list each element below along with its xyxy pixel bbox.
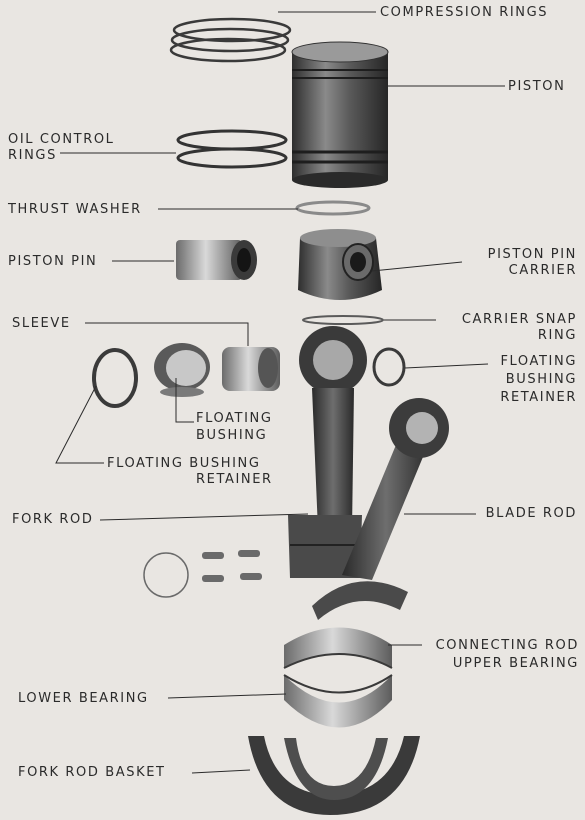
sleeve bbox=[222, 347, 280, 391]
fork-rod-part bbox=[288, 326, 367, 578]
label-thrust-washer: THRUST WASHER bbox=[8, 202, 142, 217]
label-lower-bearing: LOWER BEARING bbox=[18, 691, 149, 706]
label-floating-bushing-retainer-right-line1: FLOATING bbox=[500, 354, 577, 369]
label-floating-bushing-line2: BUSHING bbox=[196, 428, 268, 443]
label-floating-bushing-retainer-right-line3: RETAINER bbox=[500, 390, 577, 405]
floating-bushing-retainer-left bbox=[92, 348, 138, 408]
label-floating-bushing-retainer-right-line2: BUSHING bbox=[505, 372, 577, 387]
compression-rings bbox=[169, 17, 292, 63]
label-sleeve: SLEEVE bbox=[12, 316, 71, 331]
label-floating-bushing-retainer-left-line2: RETAINER bbox=[196, 472, 273, 487]
label-piston-pin-carrier-line2: CARRIER bbox=[508, 263, 577, 278]
floating-bushing bbox=[154, 343, 210, 397]
carrier-snap-ring bbox=[302, 315, 384, 325]
label-connecting-rod-upper-bearing-line1: CONNECTING ROD bbox=[435, 638, 579, 653]
label-oil-control-rings-line2: RINGS bbox=[8, 148, 57, 163]
label-blade-rod: BLADE ROD bbox=[485, 506, 577, 521]
label-fork-rod: FORK ROD bbox=[12, 512, 94, 527]
label-compression-rings: COMPRESSION RINGS bbox=[380, 5, 549, 20]
floating-bushing-retainer-right bbox=[372, 347, 406, 387]
label-carrier-snap-ring-line2: RING bbox=[537, 328, 577, 343]
leader-lines bbox=[55, 11, 505, 774]
lower-bearing bbox=[283, 674, 393, 728]
label-carrier-snap-ring-line1: CARRIER SNAP bbox=[461, 312, 577, 327]
piston-pin bbox=[176, 240, 257, 280]
connecting-rod-upper-bearing bbox=[283, 627, 393, 669]
label-oil-control-rings-line1: OIL CONTROL bbox=[8, 132, 115, 147]
label-piston-pin: PISTON PIN bbox=[8, 254, 98, 269]
piston bbox=[291, 41, 389, 188]
thrust-washer bbox=[295, 200, 371, 216]
label-piston: PISTON bbox=[508, 79, 566, 94]
blade-rod-part bbox=[312, 398, 449, 620]
label-floating-bushing-line1: FLOATING bbox=[196, 411, 273, 426]
oil-control-rings bbox=[176, 129, 288, 169]
label-floating-bushing-retainer-left-line1: FLOATING BUSHING bbox=[107, 456, 261, 471]
label-connecting-rod-upper-bearing-line2: UPPER BEARING bbox=[452, 656, 579, 671]
fork-rod-basket bbox=[248, 736, 420, 815]
piston-pin-carrier bbox=[298, 229, 382, 300]
label-fork-rod-basket: FORK ROD BASKET bbox=[18, 765, 166, 780]
label-piston-pin-carrier-line1: PISTON PIN bbox=[487, 247, 577, 262]
hardware bbox=[143, 550, 262, 598]
